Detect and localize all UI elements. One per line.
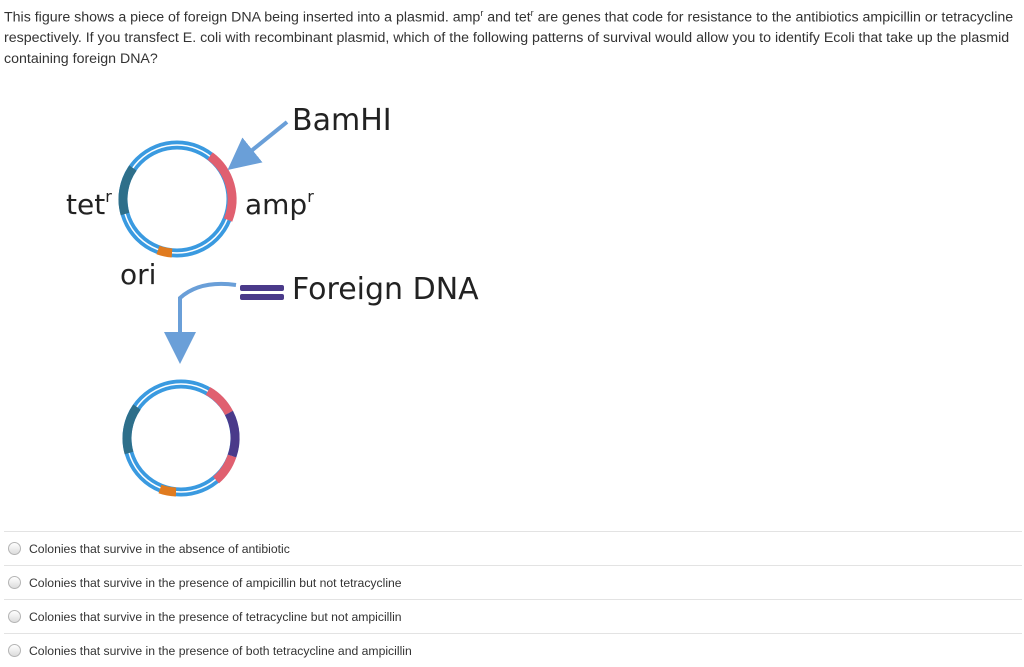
answer-option[interactable]: Colonies that survive in the presence of… bbox=[4, 599, 1022, 633]
answer-option-label: Colonies that survive in the absence of … bbox=[29, 541, 290, 556]
label-foreign-dna: Foreign DNA bbox=[292, 272, 479, 307]
label-bamhi: BamHI bbox=[292, 103, 392, 138]
bamhi-arrow bbox=[227, 120, 289, 171]
answer-option-label: Colonies that survive in the presence of… bbox=[29, 575, 402, 590]
label-ori: ori bbox=[120, 258, 156, 291]
plasmid-original-ori-segment bbox=[156, 245, 173, 258]
plasmid-recombinant-amp-segment-lower bbox=[212, 454, 237, 484]
answer-option[interactable]: Colonies that survive in the absence of … bbox=[4, 531, 1022, 565]
plasmid-recombinant-ori-segment bbox=[158, 484, 177, 497]
plasmid-original bbox=[118, 140, 237, 258]
question-part-2: and tet bbox=[483, 9, 531, 26]
radio-button[interactable] bbox=[8, 542, 21, 555]
answer-option[interactable]: Colonies that survive in the presence of… bbox=[4, 633, 1022, 667]
question-sup-1: r bbox=[480, 8, 484, 18]
answer-option[interactable]: Colonies that survive in the presence of… bbox=[4, 565, 1022, 599]
radio-button[interactable] bbox=[8, 610, 21, 623]
plasmid-recombinant bbox=[122, 379, 240, 497]
plasmid-recombinant-foreign-segment bbox=[224, 410, 240, 458]
answer-option-label: Colonies that survive in the presence of… bbox=[29, 643, 412, 658]
label-tet: tetr bbox=[66, 187, 112, 221]
question-sup-2: r bbox=[530, 8, 534, 18]
question-part-1: This figure shows a piece of foreign DNA… bbox=[4, 9, 481, 26]
plasmid-figure: BamHI tetr ampr ori Foreign DNA bbox=[66, 103, 479, 497]
radio-button[interactable] bbox=[8, 576, 21, 589]
answer-options: Colonies that survive in the absence of … bbox=[4, 531, 1022, 667]
plasmid-original-tet-segment bbox=[118, 165, 137, 216]
question-text: This figure shows a piece of foreign DNA… bbox=[4, 3, 1020, 69]
plasmid-original-amp-segment bbox=[207, 152, 237, 222]
plasmid-recombinant-tet-segment bbox=[122, 404, 141, 455]
radio-button[interactable] bbox=[8, 644, 21, 657]
question-part-3: are genes that code for resistance to th… bbox=[4, 9, 1014, 67]
answer-option-label: Colonies that survive in the presence of… bbox=[29, 609, 402, 624]
plasmid-recombinant-amp-segment-upper bbox=[205, 387, 233, 416]
foreign-dna-fragment bbox=[240, 285, 284, 300]
insertion-arrow bbox=[164, 281, 237, 364]
label-amp: ampr bbox=[245, 187, 314, 221]
